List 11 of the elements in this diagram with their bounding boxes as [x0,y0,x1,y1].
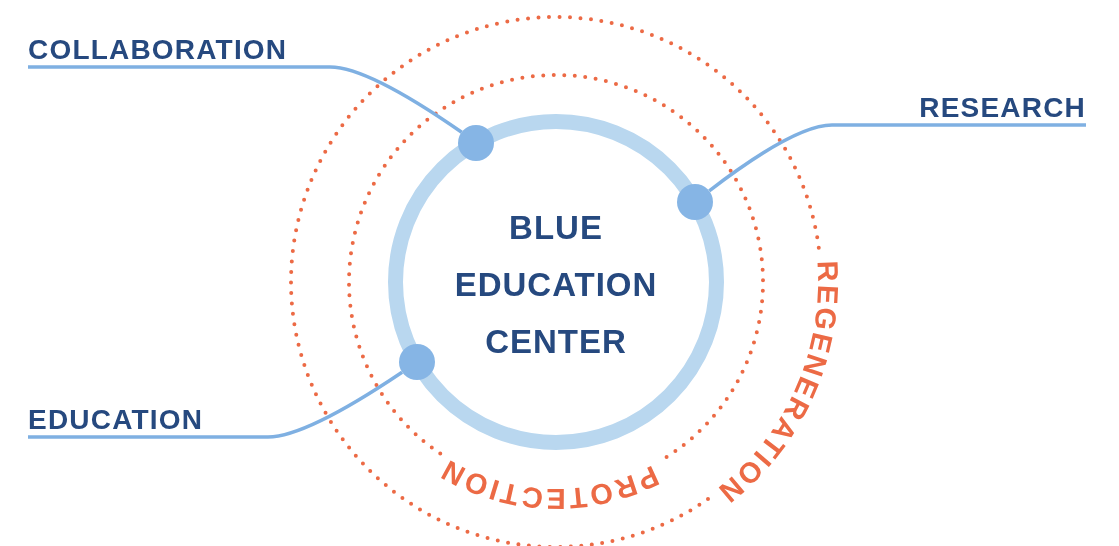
arc-label: PROTECTION [434,452,664,516]
category-label: COLLABORATION [28,28,328,67]
leader-line [708,123,1086,193]
leader-line [28,370,404,439]
connection-dot [399,344,435,381]
connection-dot [677,183,713,220]
leader-line [28,65,463,134]
center-title: BLUE EDUCATION CENTER [453,207,659,362]
category-label: RESEARCH [886,86,1086,125]
connection-dot [458,124,495,161]
category-label: EDUCATION [28,398,288,437]
